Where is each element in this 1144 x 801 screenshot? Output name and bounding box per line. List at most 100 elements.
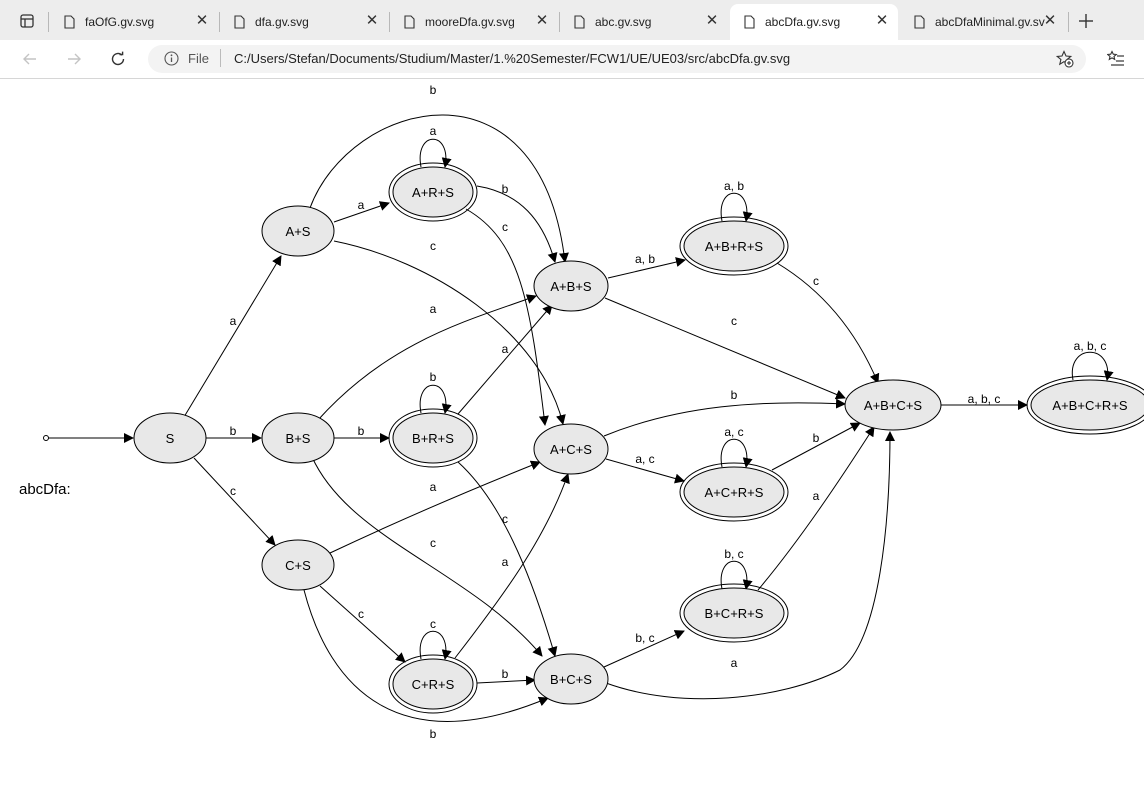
file-icon <box>744 15 755 29</box>
tab-abc[interactable]: abc.gv.svg ✕ <box>560 4 728 40</box>
node-bcs[interactable] <box>533 653 609 705</box>
refresh-icon <box>111 51 125 66</box>
edge-label: a <box>813 489 820 503</box>
node-crs[interactable] <box>392 658 474 710</box>
tab-actions-button[interactable] <box>14 8 40 34</box>
close-icon[interactable]: ✕ <box>705 12 719 29</box>
graph-title: abcDfa: <box>19 481 71 498</box>
edge-cs-acs <box>329 460 541 554</box>
new-tab-button[interactable] <box>1073 8 1099 34</box>
add-favorite-icon[interactable] <box>1056 50 1074 68</box>
arrow-left-icon <box>23 53 36 65</box>
node-label-abs: A+B+S <box>550 279 592 294</box>
node-abcrs[interactable] <box>1030 379 1144 431</box>
edge-brs-self <box>419 384 452 414</box>
edge-label: c <box>502 220 508 234</box>
tab-separator <box>559 12 560 32</box>
forward-button[interactable] <box>61 46 87 72</box>
edge-acs-acrs <box>605 458 685 484</box>
tab-dfa[interactable]: dfa.gv.svg ✕ <box>220 4 388 40</box>
back-button[interactable] <box>17 46 43 72</box>
file-icon <box>234 15 245 29</box>
tab-actions-icon <box>20 14 34 28</box>
node-brs[interactable] <box>392 412 474 464</box>
edge-s-cs <box>193 457 276 546</box>
edge-abs-abrs <box>607 257 686 279</box>
edge-label: c <box>813 274 819 288</box>
node-label-abcs: A+B+C+S <box>864 398 923 413</box>
node-bs[interactable] <box>261 412 335 464</box>
edge-label: a <box>502 555 509 569</box>
edge-label: a, c <box>635 452 654 466</box>
node-acrs[interactable] <box>683 466 785 518</box>
edge-cs-crs <box>319 585 406 663</box>
edge-label: b <box>813 431 820 445</box>
node-label-bcs: B+C+S <box>550 672 592 687</box>
edge-label: b <box>502 182 509 196</box>
edge-crs-bcs <box>476 675 536 686</box>
plus-icon <box>1079 14 1093 28</box>
node-label-abcrs: A+B+C+R+S <box>1052 398 1127 413</box>
url-text[interactable]: C:/Users/Stefan/Documents/Studium/Master… <box>234 51 791 66</box>
edge-acrs-abcs <box>771 422 861 471</box>
edge-label: b <box>430 727 437 741</box>
tab-bar: faOfG.gv.svg ✕ dfa.gv.svg ✕ mooreDfa.gv.… <box>0 0 1144 40</box>
edge-label: a, b <box>724 179 744 193</box>
address-divider <box>220 49 221 67</box>
edge-as-abs <box>309 114 569 263</box>
favorites-list-icon[interactable] <box>1107 50 1125 68</box>
node-bcrs[interactable] <box>683 587 785 639</box>
node-acs[interactable] <box>533 423 609 475</box>
file-icon <box>914 15 925 29</box>
node-abrs-outer <box>679 216 789 276</box>
node-label-crs: C+R+S <box>412 677 455 692</box>
tab-separator <box>48 12 49 32</box>
node-bcrs-outer <box>679 583 789 643</box>
close-icon[interactable]: ✕ <box>535 12 549 29</box>
nodes <box>133 162 1144 714</box>
edge-label: c <box>430 239 436 253</box>
edge-abcrs-self <box>1071 351 1114 381</box>
edge-label: a <box>230 314 237 328</box>
node-abrs[interactable] <box>683 220 785 272</box>
close-icon[interactable]: ✕ <box>1043 12 1057 29</box>
tab-title: mooreDfa.gv.svg <box>425 15 515 29</box>
node-label-as: A+S <box>286 224 311 239</box>
node-abcs[interactable] <box>844 379 942 431</box>
node-label-cs: C+S <box>285 558 311 573</box>
edge-label: a, b, c <box>968 392 1001 406</box>
edge-label: a <box>731 656 738 670</box>
node-as[interactable] <box>261 205 335 257</box>
node-label-s: S <box>166 431 175 446</box>
info-icon[interactable] <box>164 51 179 66</box>
address-bar[interactable] <box>148 45 1086 73</box>
refresh-button[interactable] <box>105 46 131 72</box>
tab-separator <box>1068 12 1069 32</box>
tab-abcdfaminimal[interactable]: abcDfaMinimal.gv.svg ✕ <box>900 4 1066 40</box>
edge-label: b <box>502 667 509 681</box>
edge-bcrs-self <box>720 560 753 590</box>
edge-abrs-self <box>720 192 753 222</box>
arrow-right-icon <box>68 53 81 65</box>
file-icon <box>404 15 415 29</box>
tab-faofg[interactable]: faOfG.gv.svg ✕ <box>50 4 218 40</box>
node-crs-outer <box>388 654 478 714</box>
edge-abs-abcs <box>604 297 846 400</box>
node-cs[interactable] <box>261 539 335 591</box>
edge-ars-acs <box>465 208 549 426</box>
tab-mooredfa[interactable]: mooreDfa.gv.svg ✕ <box>390 4 558 40</box>
edge-label: b <box>358 424 365 438</box>
edge-label: b <box>230 424 237 438</box>
edge-ars-abs <box>476 185 558 263</box>
close-icon[interactable]: ✕ <box>365 12 379 29</box>
close-icon[interactable]: ✕ <box>195 12 209 29</box>
edge-label: c <box>430 536 436 550</box>
tab-abcdfa[interactable]: abcDfa.gv.svg ✕ <box>730 4 898 40</box>
node-abs[interactable] <box>533 260 609 312</box>
close-icon[interactable]: ✕ <box>875 12 889 29</box>
edge-label: c <box>230 484 236 498</box>
edge-label: a <box>358 198 365 212</box>
node-s[interactable] <box>133 412 207 464</box>
tab-title: abcDfa.gv.svg <box>765 15 841 29</box>
node-ars[interactable] <box>392 166 474 218</box>
